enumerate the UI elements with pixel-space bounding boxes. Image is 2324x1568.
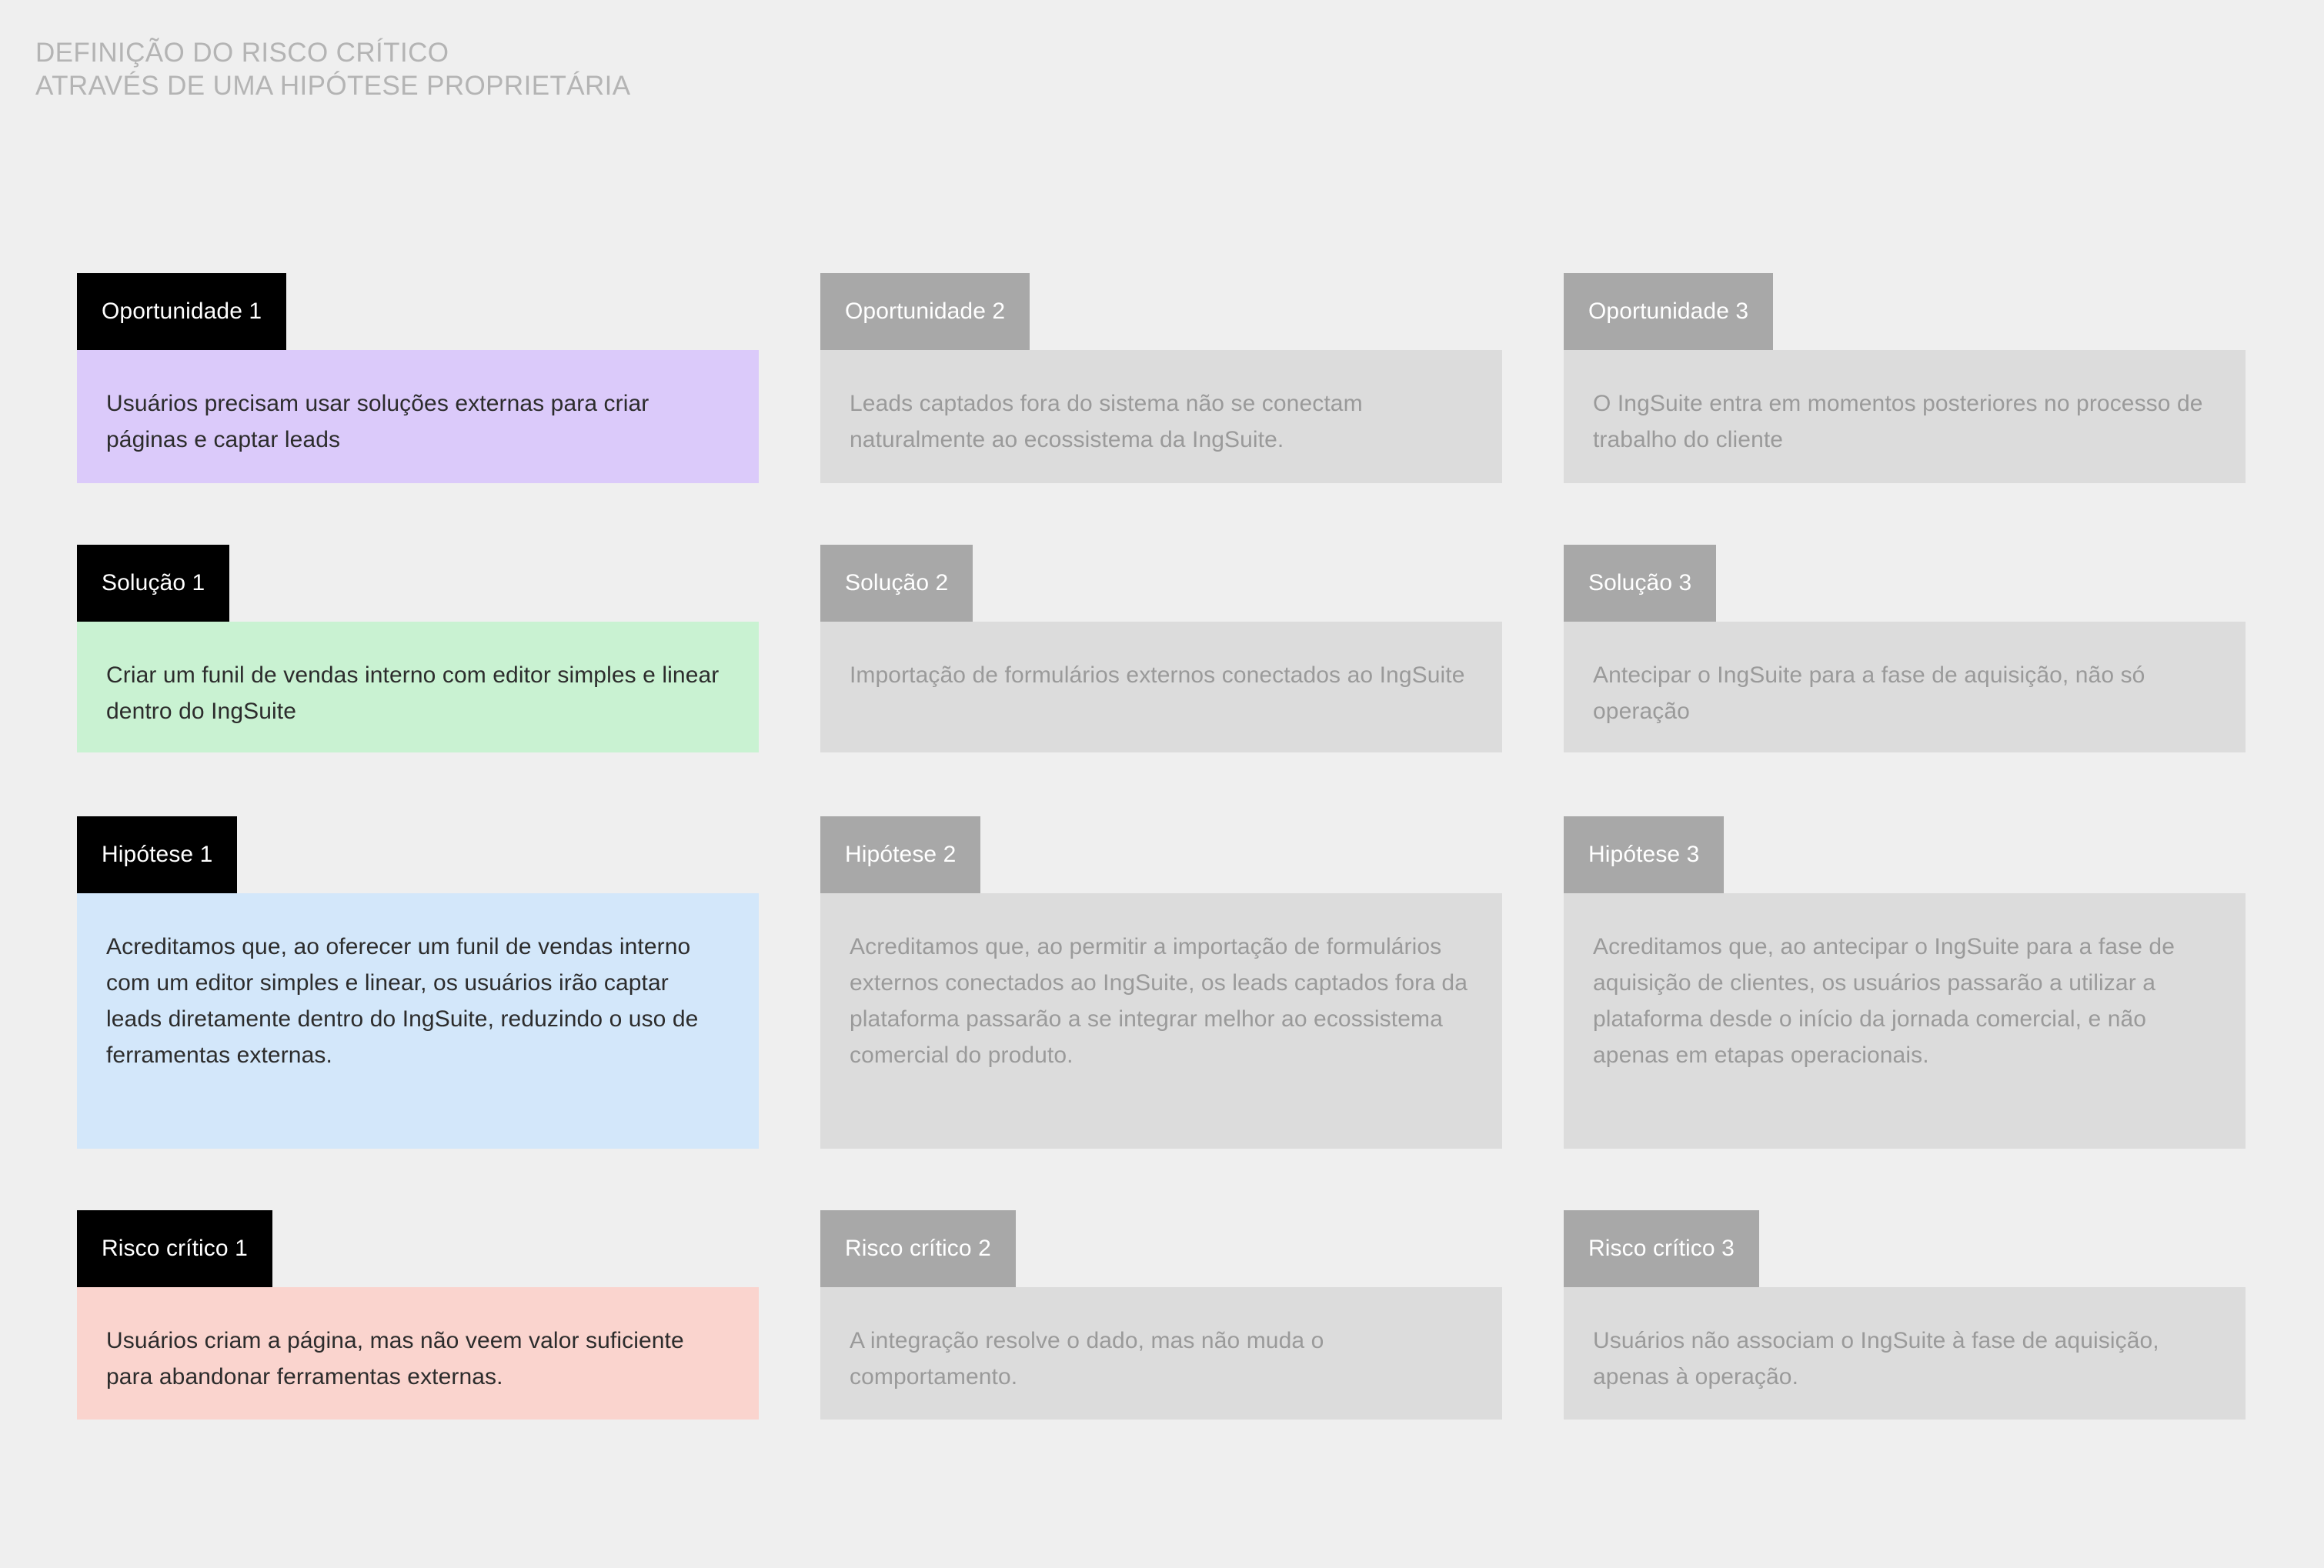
row-opportunity: Oportunidade 1 Usuários precisam usar so… (77, 273, 2247, 483)
chip-hypothesis-1[interactable]: Hipótese 1 (77, 816, 238, 893)
chip-solution-2[interactable]: Solução 2 (820, 545, 973, 622)
cell-solution-3[interactable]: Solução 3 Antecipar o IngSuite para a fa… (1564, 545, 2246, 752)
page-title-line-2: ATRAVÉS DE UMA HIPÓTESE PROPRIETÁRIA (35, 70, 631, 101)
cell-opportunity-2[interactable]: Oportunidade 2 Leads captados fora do si… (820, 273, 1502, 483)
chip-opportunity-3[interactable]: Oportunidade 3 (1564, 273, 1774, 350)
row-hypothesis: Hipótese 1 Acreditamos que, ao oferecer … (77, 816, 2247, 1149)
row-risk: Risco crítico 1 Usuários criam a página,… (77, 1210, 2247, 1420)
row-solution: Solução 1 Criar um funil de vendas inter… (77, 545, 2247, 752)
hypothesis-matrix: Oportunidade 1 Usuários precisam usar so… (77, 273, 2247, 1420)
card-hypothesis-2: Acreditamos que, ao permitir a importaçã… (820, 893, 1502, 1149)
card-hypothesis-1: Acreditamos que, ao oferecer um funil de… (77, 893, 759, 1149)
cell-solution-2[interactable]: Solução 2 Importação de formulários exte… (820, 545, 1502, 752)
cell-risk-2[interactable]: Risco crítico 2 A integração resolve o d… (820, 1210, 1502, 1420)
card-opportunity-2: Leads captados fora do sistema não se co… (820, 350, 1502, 483)
card-risk-2: A integração resolve o dado, mas não mud… (820, 1287, 1502, 1420)
cell-hypothesis-1[interactable]: Hipótese 1 Acreditamos que, ao oferecer … (77, 816, 759, 1149)
cell-risk-3[interactable]: Risco crítico 3 Usuários não associam o … (1564, 1210, 2246, 1420)
chip-opportunity-1[interactable]: Oportunidade 1 (77, 273, 287, 350)
card-hypothesis-3: Acreditamos que, ao antecipar o IngSuite… (1564, 893, 2246, 1149)
card-opportunity-3: O IngSuite entra em momentos posteriores… (1564, 350, 2246, 483)
card-risk-1: Usuários criam a página, mas não veem va… (77, 1287, 759, 1420)
chip-risk-1[interactable]: Risco crítico 1 (77, 1210, 272, 1287)
chip-solution-3[interactable]: Solução 3 (1564, 545, 1717, 622)
chip-hypothesis-2[interactable]: Hipótese 2 (820, 816, 981, 893)
page-title: DEFINIÇÃO DO RISCO CRÍTICO ATRAVÉS DE UM… (35, 37, 631, 102)
chip-solution-1[interactable]: Solução 1 (77, 545, 230, 622)
chip-risk-3[interactable]: Risco crítico 3 (1564, 1210, 1759, 1287)
chip-hypothesis-3[interactable]: Hipótese 3 (1564, 816, 1725, 893)
card-solution-3: Antecipar o IngSuite para a fase de aqui… (1564, 622, 2246, 752)
page-title-line-1: DEFINIÇÃO DO RISCO CRÍTICO (35, 38, 449, 68)
cell-opportunity-3[interactable]: Oportunidade 3 O IngSuite entra em momen… (1564, 273, 2246, 483)
cell-risk-1[interactable]: Risco crítico 1 Usuários criam a página,… (77, 1210, 759, 1420)
cell-hypothesis-2[interactable]: Hipótese 2 Acreditamos que, ao permitir … (820, 816, 1502, 1149)
cell-opportunity-1[interactable]: Oportunidade 1 Usuários precisam usar so… (77, 273, 759, 483)
card-solution-1: Criar um funil de vendas interno com edi… (77, 622, 759, 752)
card-solution-2: Importação de formulários externos conec… (820, 622, 1502, 752)
card-opportunity-1: Usuários precisam usar soluções externas… (77, 350, 759, 483)
cell-hypothesis-3[interactable]: Hipótese 3 Acreditamos que, ao antecipar… (1564, 816, 2246, 1149)
chip-opportunity-2[interactable]: Oportunidade 2 (820, 273, 1030, 350)
card-risk-3: Usuários não associam o IngSuite à fase … (1564, 1287, 2246, 1420)
chip-risk-2[interactable]: Risco crítico 2 (820, 1210, 1016, 1287)
cell-solution-1[interactable]: Solução 1 Criar um funil de vendas inter… (77, 545, 759, 752)
